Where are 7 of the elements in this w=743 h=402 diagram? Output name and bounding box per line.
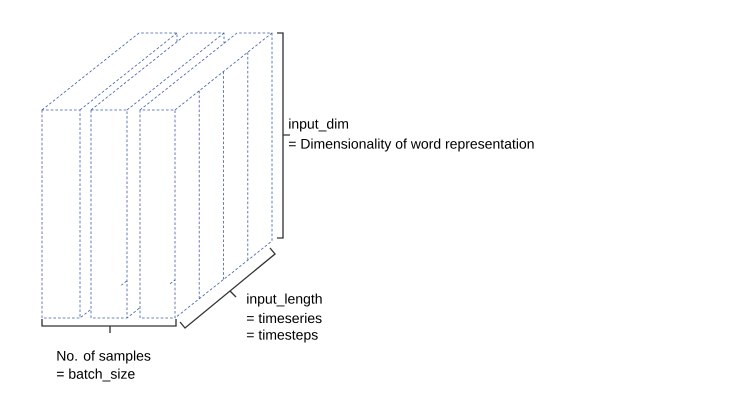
label: input_dim: [289, 118, 348, 132]
label: = batch_size: [56, 368, 135, 382]
label: No. of samples: [57, 350, 150, 364]
label: = Dimensionality of word representation: [288, 138, 534, 152]
label: = timesteps: [246, 329, 318, 343]
label: = timeseries: [246, 312, 322, 324]
label: input_length: [247, 293, 322, 307]
